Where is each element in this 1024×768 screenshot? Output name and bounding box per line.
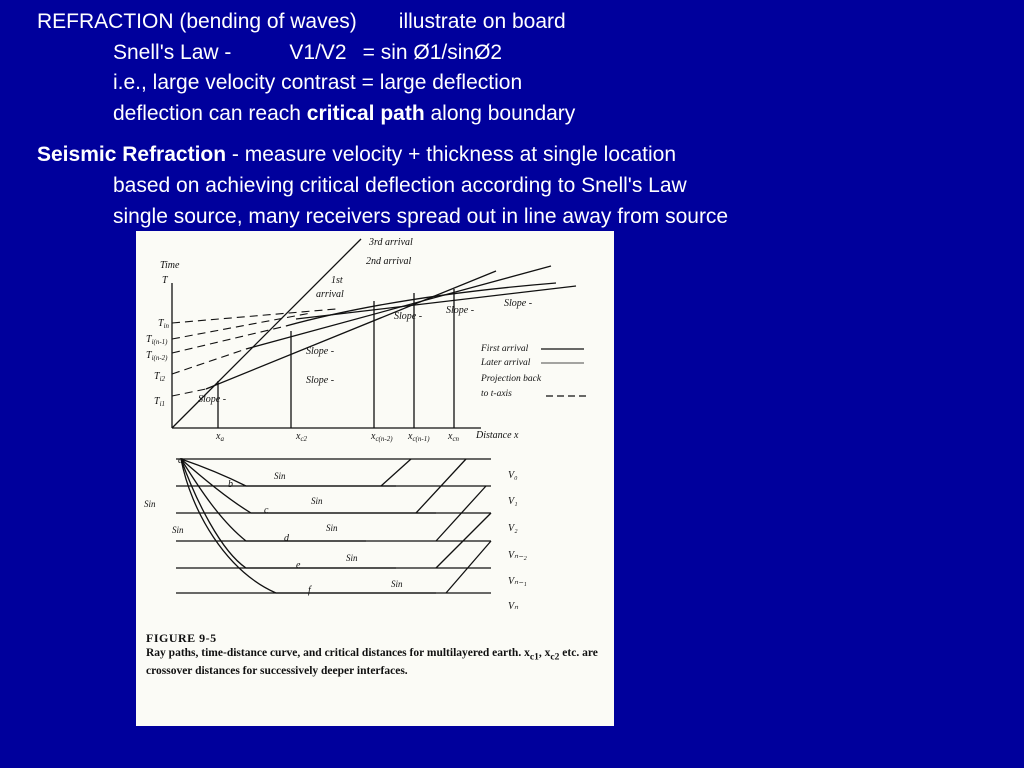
figure-caption: FIGURE 9-5 Ray paths, time-distance curv… — [146, 631, 612, 679]
time-symbol: T — [162, 275, 169, 286]
figure-drawing: Time T 3rd arrival 2nd arrival 1st arriv… — [144, 237, 586, 612]
projection-line — [171, 388, 207, 397]
tick-ti2: Ti2 — [154, 371, 166, 383]
xa-label: xa — [215, 431, 224, 443]
line-refraction-heading: REFRACTION (bending of waves) illustrate … — [37, 10, 566, 34]
sin-label: Sin — [274, 471, 286, 481]
legend-projection-label-2: to t-axis — [481, 389, 512, 399]
projection-line — [171, 325, 287, 354]
projection-line — [171, 312, 312, 340]
tick-tin: Tin — [158, 318, 170, 330]
upgoing-ray — [415, 458, 467, 514]
layer-vn: Vₙ — [508, 601, 519, 612]
slope-label: Slope - — [306, 346, 334, 357]
slope-label: Slope - — [504, 298, 532, 309]
legend-projection-label: Projection back — [480, 374, 542, 384]
tick-ti-n1: Ti(n-1) — [146, 334, 168, 346]
layer-v0: V₀ — [508, 470, 518, 481]
slope-label: Slope - — [198, 394, 226, 405]
slope-label: Slope - — [306, 375, 334, 386]
point-d: d — [284, 533, 290, 544]
figure-caption-title: FIGURE 9-5 — [146, 631, 217, 645]
refraction-note: illustrate on board — [398, 10, 566, 33]
point-a: a — [178, 455, 183, 466]
refraction-title: REFRACTION (bending of waves) — [37, 10, 357, 33]
figure-9-5: Time T 3rd arrival 2nd arrival 1st arriv… — [136, 231, 614, 726]
ray-path-d — [180, 458, 366, 542]
time-label: Time — [160, 260, 180, 271]
ray-path-c — [180, 458, 436, 514]
line-single-source: single source, many receivers spread out… — [113, 205, 729, 228]
xc2-label: xc2 — [295, 431, 308, 443]
tick-ti-n2: Ti(n-2) — [146, 350, 168, 362]
upgoing-ray — [435, 485, 487, 542]
point-b: b — [228, 479, 233, 490]
xcn1-label: xc(n-1) — [407, 431, 430, 443]
line-snells-law: Snell's Law - V1/V2 = sin Ø1/sinØ2 — [113, 41, 502, 65]
point-c: c — [264, 505, 269, 516]
refracted-branch-n — [295, 285, 577, 320]
seismic-refraction-bold: Seismic Refraction — [37, 143, 227, 166]
point-e: e — [296, 560, 301, 571]
projection-line — [171, 308, 337, 324]
layer-v1: V₁ — [508, 496, 518, 507]
xcn2-label: xc(n-2) — [370, 431, 393, 443]
legend-later-label: Later arrival — [480, 358, 531, 368]
critical-path-pre: deflection can reach — [113, 102, 307, 125]
slope-label: Slope - — [394, 311, 422, 322]
snells-law-label: Snell's Law - — [113, 41, 232, 64]
tick-ti1: Ti1 — [154, 396, 165, 408]
upgoing-ray — [380, 458, 412, 487]
label-1st: 1st — [331, 275, 343, 286]
caption-mid-text: , x — [538, 647, 551, 659]
direct-wave-branch — [171, 238, 362, 429]
ray-path-f — [180, 458, 436, 594]
sin-label: Sin — [346, 553, 358, 563]
critical-path-post: along boundary — [424, 102, 576, 125]
projection-line — [171, 348, 247, 375]
sin-label: Sin — [144, 499, 156, 509]
seismic-refraction-desc: - measure velocity + thickness at single… — [226, 143, 677, 166]
figure-caption-body: Ray paths, time-distance curve, and crit… — [146, 646, 612, 679]
sin-label: Sin — [311, 496, 323, 506]
line-critical-path: deflection can reach critical path along… — [113, 102, 575, 126]
layer-vn1: Vₙ₋₁ — [508, 576, 527, 587]
sin-label: Sin — [391, 579, 403, 589]
legend-first-label: First arrival — [480, 344, 529, 354]
sin-label: Sin — [172, 525, 184, 535]
label-3rd-arrival: 3rd arrival — [368, 237, 413, 248]
line-velocity-contrast: i.e., large velocity contrast = large de… — [113, 71, 523, 94]
sin-label: Sin — [326, 523, 338, 533]
refracted-branch-1 — [205, 270, 497, 390]
caption-sub-c2: c2 — [550, 651, 560, 663]
label-2nd-arrival: 2nd arrival — [366, 256, 412, 267]
caption-body-text: Ray paths, time-distance curve, and crit… — [146, 647, 530, 659]
upgoing-ray — [435, 512, 492, 569]
ray-path-b — [180, 458, 396, 487]
label-1st-arrival: arrival — [316, 289, 344, 300]
xcn-label: xcn — [447, 431, 460, 443]
layer-vn2: Vₙ₋₂ — [508, 550, 527, 561]
caption-sub-c1: c1 — [529, 651, 539, 663]
layer-v2: V₂ — [508, 523, 518, 534]
critical-path-bold: critical path — [306, 102, 425, 125]
snells-ratio: V1/V2 — [289, 41, 347, 64]
refracted-branch-3 — [285, 282, 557, 327]
caption-tail-text: etc. are crossover distances for success… — [146, 647, 598, 678]
snells-equation: = sin Ø1/sinØ2 — [362, 41, 503, 64]
line-critical-deflection: based on achieving critical deflection a… — [113, 174, 687, 197]
distance-label: Distance x — [475, 430, 519, 441]
upgoing-ray — [445, 540, 492, 594]
slope-label: Slope - — [446, 305, 474, 316]
ray-path-e — [180, 458, 396, 569]
line-seismic-refraction: Seismic Refraction - measure velocity + … — [37, 143, 676, 167]
point-f: f — [308, 585, 312, 596]
